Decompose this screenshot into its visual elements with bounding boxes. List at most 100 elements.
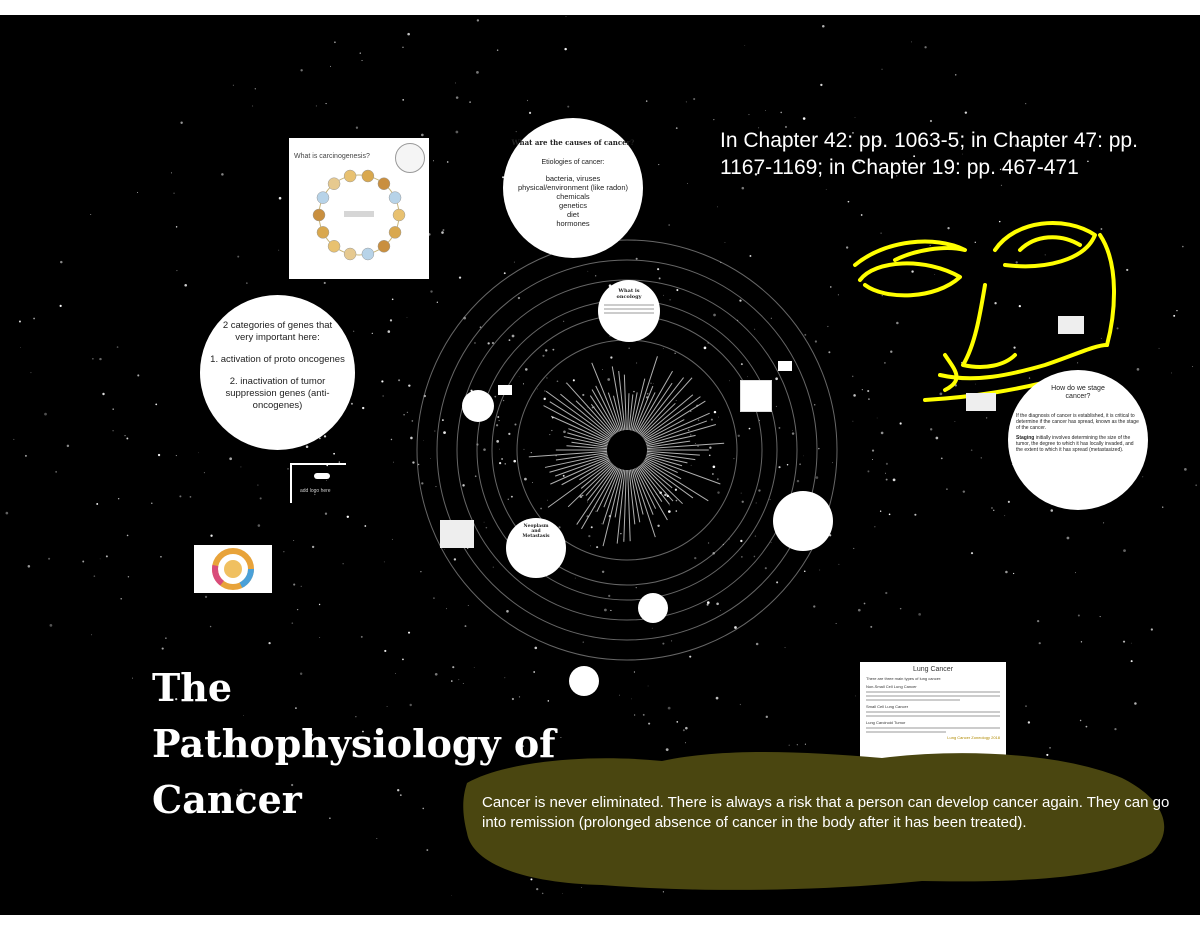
star bbox=[896, 321, 899, 325]
star bbox=[342, 562, 344, 565]
star bbox=[713, 119, 715, 121]
star bbox=[885, 591, 888, 595]
star bbox=[690, 434, 692, 436]
gene-categories-bubble[interactable]: 2 categories of genes that very importan… bbox=[200, 295, 355, 450]
star bbox=[596, 546, 599, 549]
star bbox=[469, 101, 471, 103]
orbit-ring bbox=[436, 259, 818, 641]
sunburst-ray bbox=[614, 469, 625, 518]
star bbox=[546, 377, 548, 379]
star bbox=[1007, 500, 1010, 503]
prezi-slide-canvas: In Chapter 42: pp. 1063-5; in Chapter 47… bbox=[0, 15, 1200, 915]
star bbox=[406, 411, 409, 414]
orbit-label-left bbox=[498, 385, 512, 395]
star bbox=[858, 161, 861, 164]
star bbox=[173, 192, 175, 194]
star bbox=[1079, 719, 1082, 722]
sunburst-ray bbox=[561, 458, 610, 486]
staging-bubble[interactable]: How do we stage cancer? If the diagnosis… bbox=[1008, 370, 1148, 510]
sunburst-ray bbox=[591, 362, 620, 432]
star bbox=[633, 671, 636, 673]
cycle-cell bbox=[377, 177, 391, 190]
star bbox=[160, 556, 162, 558]
causes-of-cancer-bubble[interactable]: What are the causes of cancer? Etiologie… bbox=[503, 118, 643, 258]
star bbox=[18, 320, 21, 323]
star bbox=[458, 276, 462, 279]
genes-item-2: 2. inactivation of tumor suppression gen… bbox=[225, 376, 330, 411]
metastasis-side-note bbox=[440, 520, 474, 548]
star bbox=[513, 261, 515, 263]
star bbox=[753, 555, 756, 558]
star bbox=[1158, 347, 1160, 349]
star bbox=[563, 430, 566, 434]
orbit-card-cell-cycle[interactable] bbox=[740, 380, 772, 412]
star bbox=[687, 429, 690, 432]
star bbox=[24, 454, 27, 457]
sunburst-ray bbox=[591, 389, 618, 433]
star bbox=[642, 713, 645, 716]
star bbox=[619, 694, 620, 696]
sunburst-ray bbox=[567, 463, 613, 508]
star bbox=[474, 342, 476, 344]
star bbox=[799, 463, 801, 466]
neoplasm-metastasis-bubble[interactable]: Neoplasm and Metastasis bbox=[506, 518, 566, 578]
star bbox=[329, 817, 331, 819]
orbit-bubble-right[interactable] bbox=[773, 491, 833, 551]
star bbox=[790, 170, 793, 172]
star bbox=[1066, 536, 1070, 540]
cell-cycle-wheel-card[interactable] bbox=[194, 545, 272, 593]
lung-footer: Lung Cancer Zoneology 2018 bbox=[947, 735, 1000, 740]
lung-cancer-card[interactable]: Lung Cancer There are three main types o… bbox=[860, 662, 1006, 770]
star bbox=[675, 400, 677, 401]
sunburst-ray bbox=[595, 385, 619, 433]
star bbox=[581, 887, 583, 889]
star bbox=[48, 557, 51, 560]
star bbox=[720, 610, 721, 612]
star bbox=[970, 552, 974, 555]
star bbox=[59, 304, 62, 307]
star bbox=[523, 383, 525, 385]
star bbox=[1162, 506, 1164, 508]
star bbox=[389, 319, 393, 322]
star bbox=[647, 685, 649, 687]
sunburst-ray bbox=[641, 394, 694, 438]
star bbox=[594, 275, 597, 277]
sunburst-ray bbox=[641, 402, 676, 437]
orbit-bubble-bottom[interactable] bbox=[638, 593, 668, 623]
star bbox=[547, 499, 548, 501]
star bbox=[361, 59, 363, 61]
star bbox=[819, 569, 821, 571]
sunburst-ray bbox=[612, 395, 623, 431]
star bbox=[890, 350, 893, 353]
star bbox=[446, 608, 447, 610]
star bbox=[1027, 721, 1031, 724]
sunburst-ray bbox=[616, 469, 626, 544]
orbit-bubble-left[interactable] bbox=[462, 390, 494, 422]
star bbox=[523, 448, 525, 450]
star bbox=[868, 398, 870, 400]
star bbox=[769, 498, 771, 500]
star bbox=[651, 627, 653, 629]
lung-sec-2-lines bbox=[866, 711, 1000, 717]
orbit-label-top-right bbox=[778, 361, 792, 371]
star bbox=[765, 715, 768, 719]
star bbox=[758, 489, 761, 492]
star bbox=[1122, 640, 1126, 643]
star bbox=[291, 783, 294, 787]
star bbox=[542, 354, 545, 357]
orbit-bubble-lower[interactable] bbox=[569, 666, 599, 696]
star bbox=[658, 277, 661, 280]
star bbox=[669, 299, 671, 301]
what-is-oncology-bubble[interactable]: What is oncology bbox=[598, 280, 660, 342]
star bbox=[295, 707, 297, 709]
star bbox=[402, 46, 404, 48]
logo-placeholder-frame[interactable]: add logo here bbox=[290, 463, 346, 503]
star bbox=[268, 642, 271, 645]
carcinogenesis-card[interactable]: What is carcinogenesis? bbox=[289, 138, 429, 279]
cycle-cell bbox=[361, 247, 375, 261]
title-line-1: The bbox=[152, 665, 233, 710]
star bbox=[1075, 572, 1076, 574]
star bbox=[398, 379, 401, 382]
sunburst-ray bbox=[628, 469, 636, 525]
star bbox=[813, 403, 816, 406]
